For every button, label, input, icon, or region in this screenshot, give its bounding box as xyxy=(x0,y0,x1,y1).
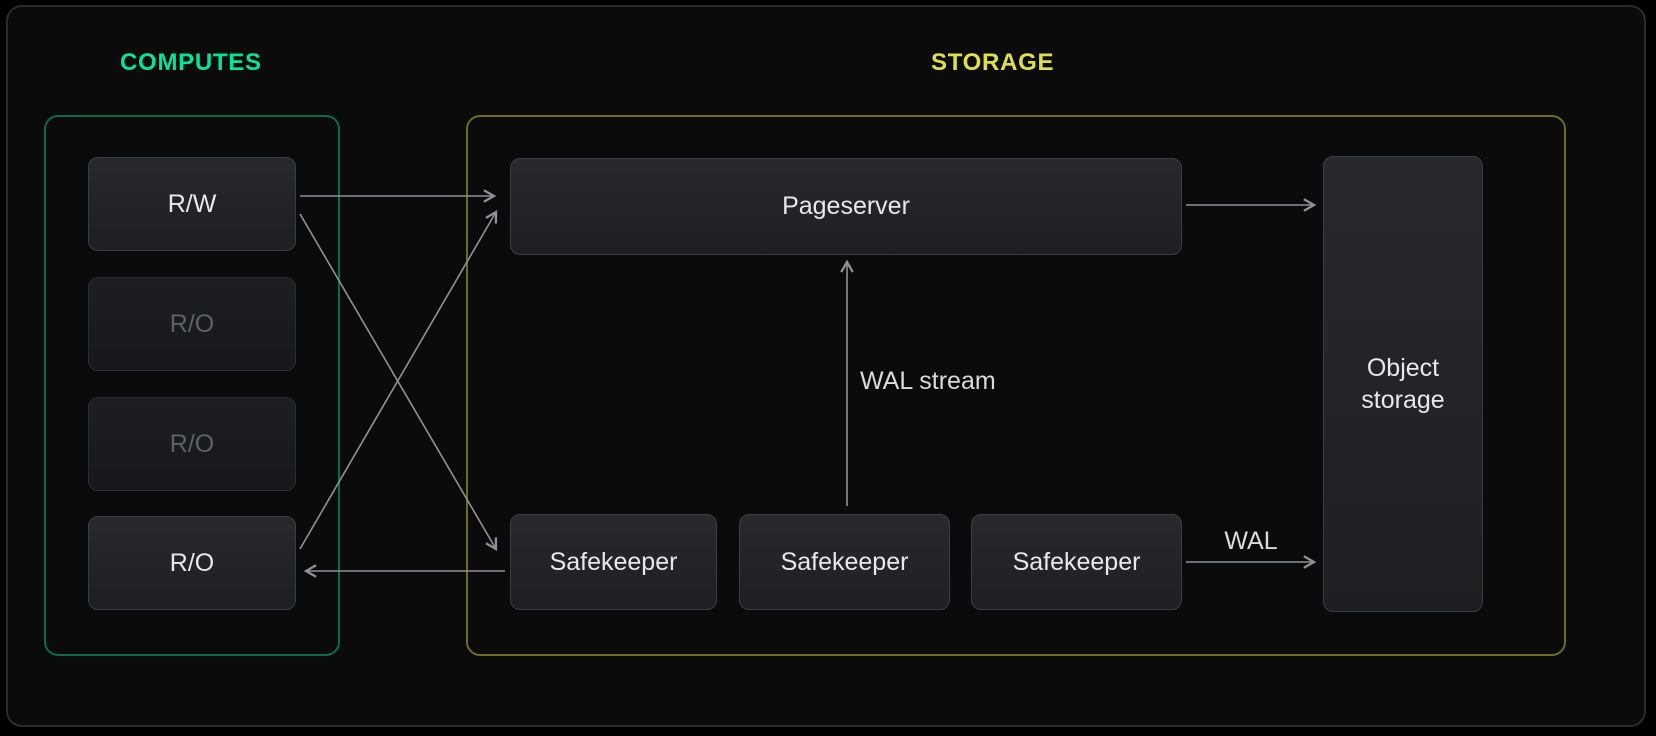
safekeeper-node-1: Safekeeper xyxy=(510,514,717,610)
compute-node-ro-2: R/O xyxy=(88,397,296,491)
object-storage-node: Object storage xyxy=(1323,156,1483,612)
computes-title: COMPUTES xyxy=(120,49,262,76)
wal-label: WAL xyxy=(1224,527,1278,555)
compute-node-ro-3: R/O xyxy=(88,516,296,610)
compute-node-ro-1: R/O xyxy=(88,277,296,371)
compute-node-rw: R/W xyxy=(88,157,296,251)
safekeeper-node-3: Safekeeper xyxy=(971,514,1182,610)
wal-stream-label: WAL stream xyxy=(860,367,996,395)
storage-title: STORAGE xyxy=(931,49,1055,76)
safekeeper-node-2: Safekeeper xyxy=(739,514,950,610)
pageserver-node: Pageserver xyxy=(510,158,1182,255)
